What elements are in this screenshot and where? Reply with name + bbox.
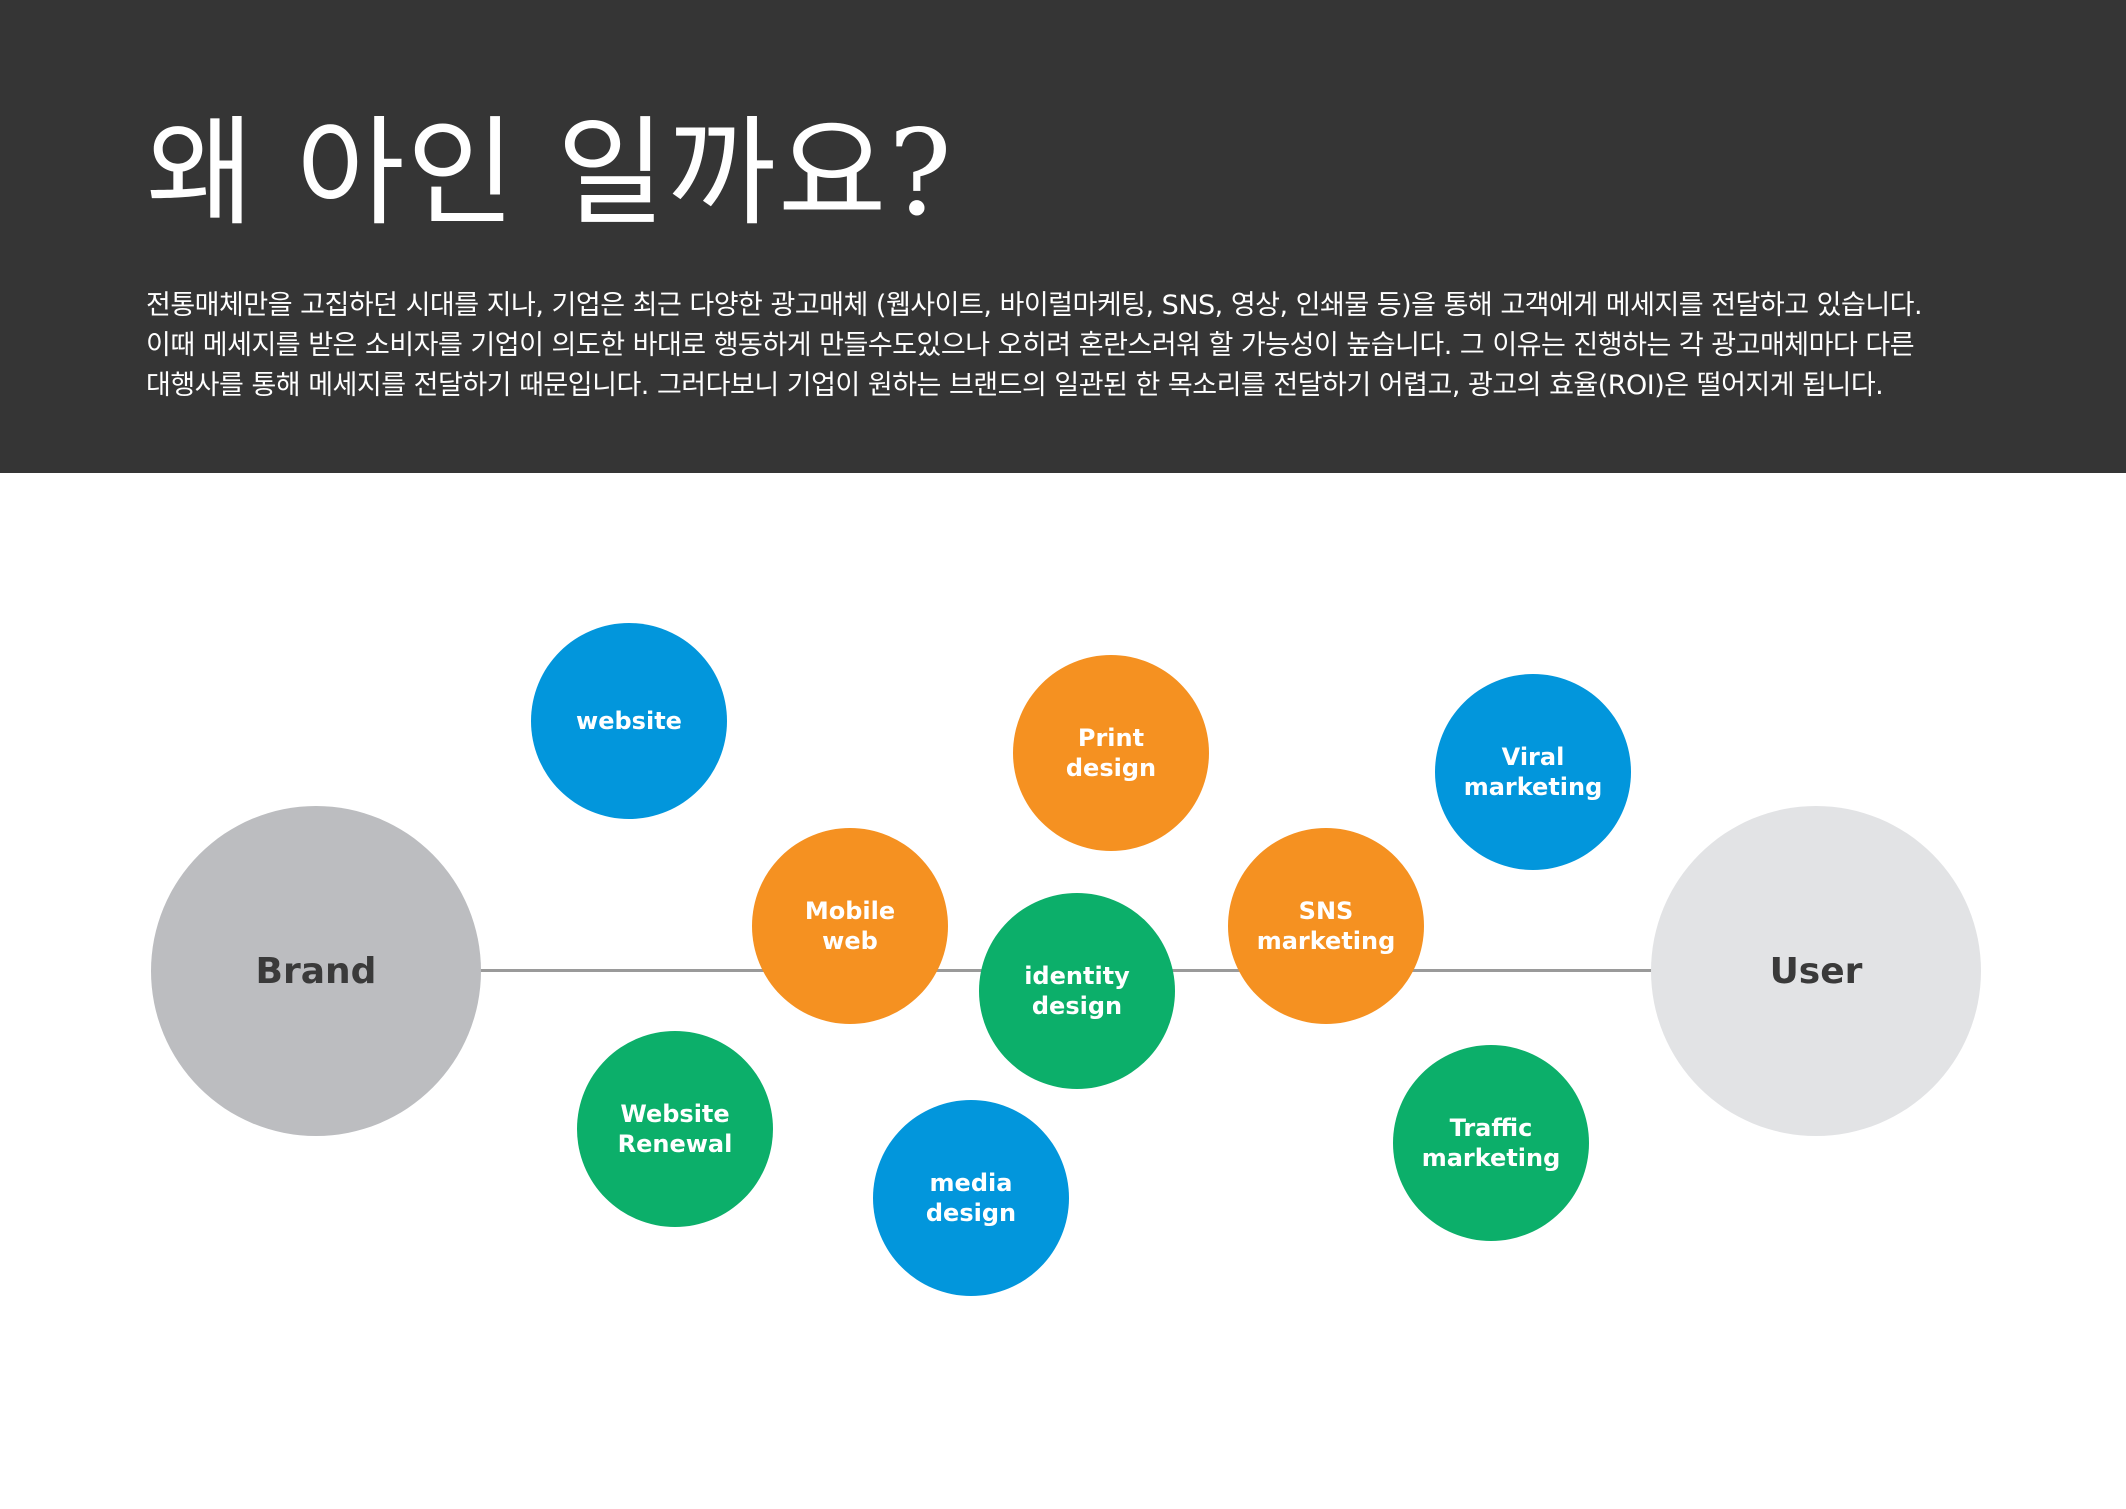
- intro-line: 대행사를 통해 메세지를 전달하기 때문입니다. 그러다보니 기업이 원하는 브…: [146, 370, 1884, 401]
- intro-paragraph: 전통매체만을 고집하던 시대를 지나, 기업은 최근 다양한 광고매체 (웹사이…: [146, 286, 2016, 406]
- mobile-web-label: Mobile web: [804, 897, 896, 955]
- website-circle: website: [531, 623, 727, 819]
- traffic-marketing-label: Traffic marketing: [1421, 1114, 1561, 1172]
- media-design-label: media design: [925, 1169, 1017, 1227]
- identity-design-label: identity design: [1024, 962, 1130, 1020]
- media-design-circle: media design: [873, 1100, 1069, 1296]
- page-title: 왜 아인 일까요?: [146, 104, 954, 242]
- brand-to-user-diagram: Brand User website Print design Viral ma…: [0, 473, 2126, 1509]
- brand-label: Brand: [255, 950, 377, 992]
- sns-marketing-label: SNS marketing: [1256, 897, 1396, 955]
- identity-design-circle: identity design: [979, 893, 1175, 1089]
- viral-marketing-circle: Viral marketing: [1435, 674, 1631, 870]
- intro-line: 이때 메세지를 받은 소비자를 기업이 의도한 바대로 행동하게 만들수도있으나…: [146, 330, 1915, 361]
- intro-line: 전통매체만을 고집하던 시대를 지나, 기업은 최근 다양한 광고매체 (웹사이…: [146, 290, 1923, 321]
- website-renewal-circle: Website Renewal: [577, 1031, 773, 1227]
- sns-marketing-circle: SNS marketing: [1228, 828, 1424, 1024]
- website-label: website: [576, 707, 682, 735]
- traffic-marketing-circle: Traffic marketing: [1393, 1045, 1589, 1241]
- user-circle: User: [1651, 806, 1981, 1136]
- website-renewal-label: Website Renewal: [617, 1100, 733, 1158]
- mobile-web-circle: Mobile web: [752, 828, 948, 1024]
- user-label: User: [1769, 950, 1863, 992]
- header-banner: 왜 아인 일까요? 전통매체만을 고집하던 시대를 지나, 기업은 최근 다양한…: [0, 0, 2126, 473]
- print-design-label: Print design: [1065, 724, 1157, 782]
- viral-marketing-label: Viral marketing: [1463, 743, 1603, 801]
- brand-circle: Brand: [151, 806, 481, 1136]
- print-design-circle: Print design: [1013, 655, 1209, 851]
